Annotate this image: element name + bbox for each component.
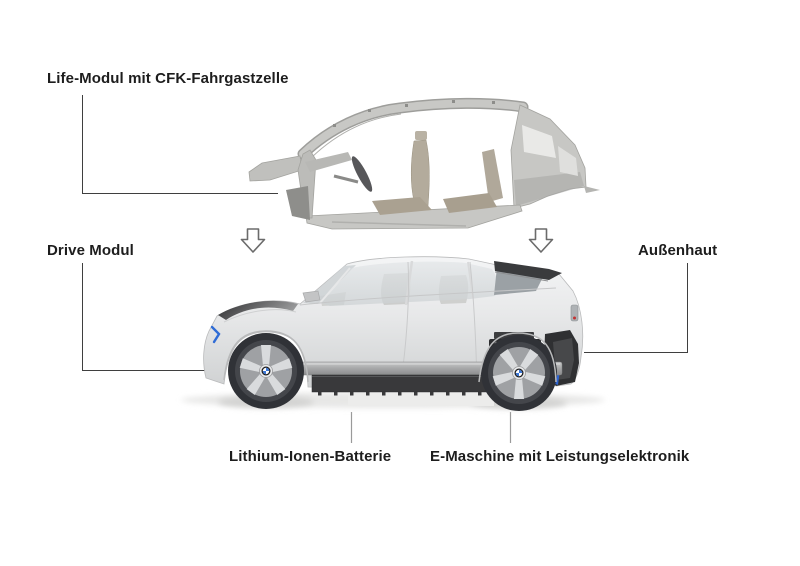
down-arrow-left-icon [240, 228, 266, 253]
battery-pack [311, 374, 502, 406]
rear-spoiler [494, 261, 562, 280]
leader-line-outer-skin [584, 263, 688, 353]
rear-seat [443, 149, 503, 213]
front-seat [372, 131, 432, 215]
leader-line-life-module [82, 95, 278, 194]
taillight [570, 304, 579, 322]
label-drive-module: Drive Modul [47, 242, 134, 259]
bmw-roundel [261, 366, 271, 376]
rear-wheel [481, 335, 557, 411]
life-module-frame-illustration [248, 97, 600, 230]
label-e-machine: E-Maschine mit Leistungselektronik [430, 448, 690, 465]
leader-line-drive-module [82, 263, 213, 371]
label-outer-skin: Außenhaut [638, 242, 718, 259]
hood-carbon-band [218, 300, 298, 320]
headlight-blue-accent [210, 325, 221, 344]
label-battery: Lithium-Ionen-Batterie [229, 448, 392, 465]
side-mirror [302, 290, 321, 303]
down-arrow-right-icon [528, 228, 554, 253]
front-wheel [228, 333, 304, 409]
car-illustration [181, 256, 605, 411]
label-life-module: Life-Modul mit CFK-Fahrgastzelle [47, 70, 289, 87]
steering-wheel [333, 156, 373, 192]
